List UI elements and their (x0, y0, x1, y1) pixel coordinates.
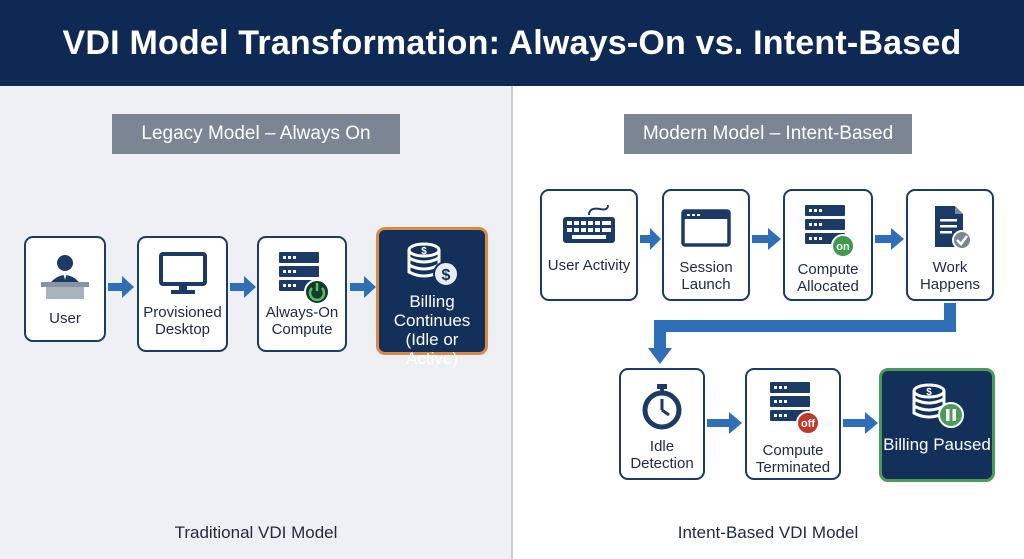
node-always-on-compute-label: Always-On Compute (265, 304, 339, 338)
svg-text:$: $ (442, 267, 451, 284)
node-user-activity: User Activity (540, 189, 638, 301)
node-provisioned-desktop: Provisioned Desktop (137, 236, 228, 352)
node-compute-terminated-label: Compute Terminated (755, 442, 831, 476)
arrow-compute-to-work (875, 228, 904, 250)
svg-text:$: $ (421, 246, 427, 257)
svg-text:$: $ (926, 387, 932, 398)
node-session-launch-label: Session Launch (679, 259, 733, 293)
node-work-happens-label: Work Happens (919, 259, 981, 293)
user-at-desk-icon (26, 252, 104, 300)
page-title: VDI Model Transformation: Always-On vs. … (0, 0, 1024, 86)
arrow-user-to-desktop (108, 276, 134, 298)
arrow-terminated-to-paused (843, 412, 878, 434)
node-user-activity-label: User Activity (547, 257, 631, 274)
modern-caption: Intent-Based VDI Model (677, 523, 859, 542)
legacy-caption: Traditional VDI Model (174, 523, 338, 542)
node-work-happens: Work Happens (906, 189, 994, 301)
node-billing-paused: $ Billing Paused (879, 368, 995, 482)
node-session-launch: Session Launch (662, 189, 750, 301)
node-compute-terminated: off Compute Terminated (745, 368, 841, 480)
document-check-icon (908, 203, 992, 253)
node-compute-allocated: on Compute Allocated (783, 189, 873, 301)
node-idle-detection-label: Idle Detection (630, 438, 694, 472)
window-icon (664, 209, 748, 247)
node-provisioned-desktop-label: Provisioned Desktop (143, 304, 222, 338)
server-off-icon: off (747, 380, 839, 436)
arrow-desktop-to-compute (230, 276, 256, 298)
node-billing-continues-label: Billing Continues (Idle or Active) (393, 292, 471, 368)
monitor-icon (139, 252, 226, 296)
node-always-on-compute: Always-On Compute (257, 236, 347, 352)
coins-pause-icon: $ (882, 381, 992, 431)
off-badge: off (801, 418, 815, 430)
on-badge: on (836, 241, 850, 253)
stopwatch-icon (621, 382, 703, 430)
arrow-activity-to-session (640, 228, 661, 250)
panel-divider (511, 86, 513, 559)
node-user-label: User (49, 310, 81, 327)
node-user: User (24, 236, 106, 342)
node-compute-allocated-label: Compute Allocated (797, 261, 859, 295)
node-idle-detection: Idle Detection (619, 368, 705, 480)
arrow-compute-to-billing (350, 276, 376, 298)
arrow-work-to-idle (648, 303, 956, 364)
legacy-banner: Legacy Model – Always On (112, 114, 400, 154)
server-on-icon: on (785, 203, 871, 259)
node-billing-continues: $ $ Billing Continues (Idle or Active) (376, 227, 488, 368)
coins-dollar-icon: $ $ (379, 240, 485, 290)
node-billing-paused-label: Billing Paused (883, 435, 991, 454)
modern-banner: Modern Model – Intent-Based (624, 114, 912, 154)
keyboard-icon (542, 205, 636, 247)
arrow-idle-to-terminated (707, 412, 742, 434)
server-power-icon (259, 250, 345, 306)
arrow-session-to-compute (752, 228, 781, 250)
